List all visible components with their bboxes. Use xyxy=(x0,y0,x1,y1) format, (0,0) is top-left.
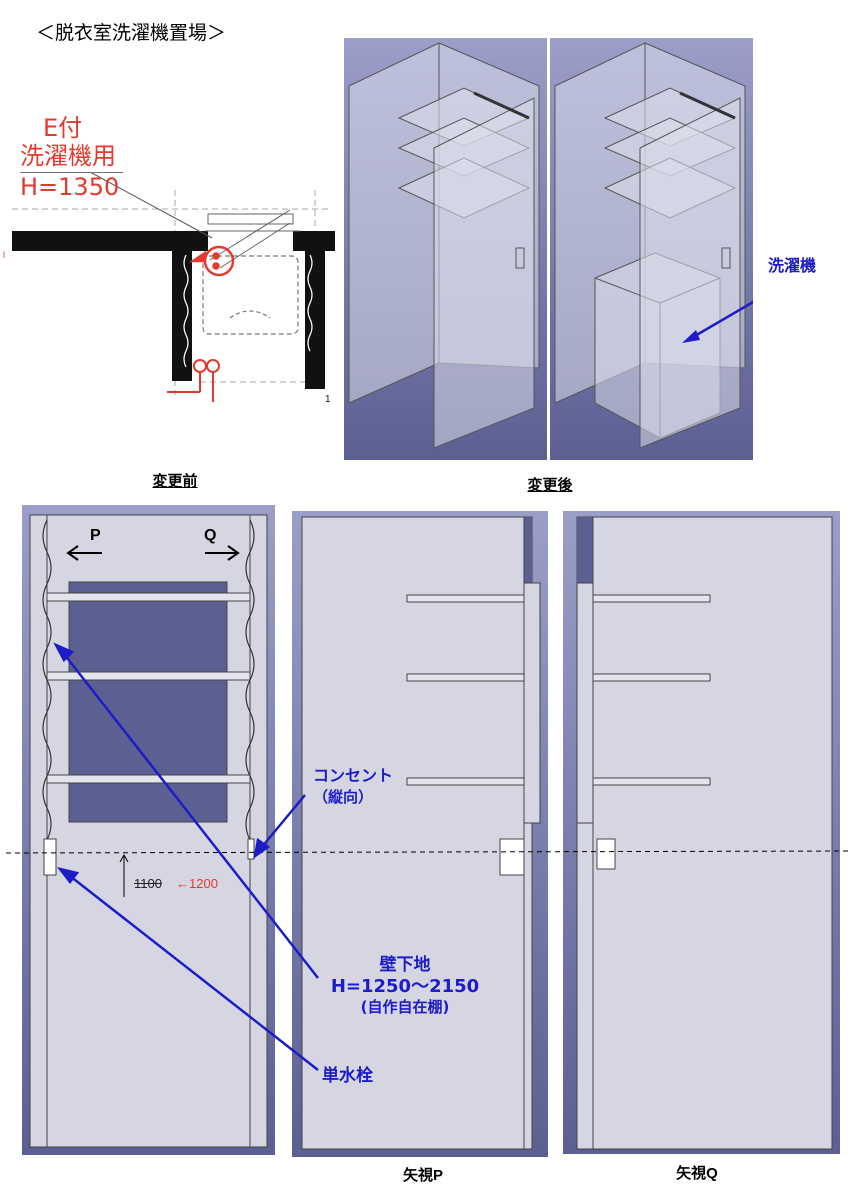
outlet-symbol xyxy=(188,245,235,277)
caption-view-q: 矢視Q xyxy=(676,1165,718,1182)
outlet-height-line xyxy=(5,850,851,854)
outlet-label-line2: （縦向） xyxy=(313,788,374,806)
shelf xyxy=(46,592,251,602)
model-drawing-right xyxy=(554,42,753,449)
shelf xyxy=(592,673,711,682)
studs-label-line2: H=1250〜2150 xyxy=(330,976,480,997)
shelf xyxy=(592,777,711,786)
floor-plan: l 1 xyxy=(3,171,335,405)
shelf xyxy=(406,673,525,682)
studs-label-line3: (自作自在棚) xyxy=(360,998,450,1016)
washer-pan xyxy=(202,255,299,335)
caption-before: 変更前 xyxy=(152,473,198,490)
view-p xyxy=(301,516,541,1150)
dim-new: ←1200 xyxy=(176,876,218,891)
page-title: ＜脱衣室洗濯機置場＞ xyxy=(36,22,227,44)
caption-after: 変更後 xyxy=(527,477,573,494)
svg-text:l: l xyxy=(3,250,5,260)
plan-outlet-label-line2: 洗濯機用 xyxy=(20,142,116,170)
faucet-label: 単水栓 xyxy=(322,1066,373,1086)
washer-label: 洗濯機 xyxy=(768,256,817,275)
plan-outlet-label-line1: E付 xyxy=(43,114,83,142)
elevation-main xyxy=(29,514,268,1148)
outlet-box xyxy=(247,838,255,860)
shelf xyxy=(406,594,525,603)
dim-old: 1100 xyxy=(134,876,162,891)
faucet-symbol xyxy=(167,359,220,402)
wall-left-vertical xyxy=(172,231,192,381)
shelf xyxy=(406,777,525,786)
arrow-q-label: Q xyxy=(204,527,217,544)
studs-label-line1: 壁下地 xyxy=(379,955,431,975)
arrow-p-label: P xyxy=(90,527,101,544)
shelf xyxy=(46,671,251,681)
outlet-label-line1: コンセント xyxy=(313,766,394,785)
shelf xyxy=(46,774,251,784)
caption-view-p: 矢視P xyxy=(402,1167,443,1184)
svg-text:1: 1 xyxy=(325,394,331,405)
view-q xyxy=(576,516,833,1150)
plan-outlet-label-line3: H=1350 xyxy=(20,172,124,201)
wall-horizontal xyxy=(12,231,208,251)
outlet-box xyxy=(499,838,525,876)
model-drawing-left xyxy=(348,42,540,449)
faucet-box xyxy=(596,838,616,870)
shelf xyxy=(592,594,711,603)
faucet-box xyxy=(43,838,57,876)
